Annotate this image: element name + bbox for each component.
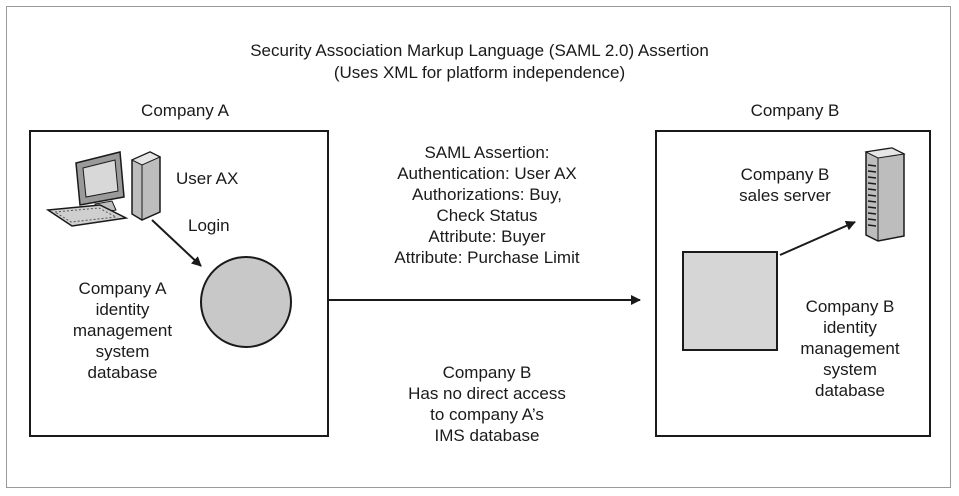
access-note-text: Company B Has no direct access to compan…: [408, 363, 566, 445]
company-a-label: Company A: [141, 101, 229, 120]
diagram-title: Security Association Markup Language (SA…: [250, 41, 709, 60]
company-b-database-label: Company B identity management system dat…: [800, 297, 900, 400]
company-a-database-label: Company A identity management system dat…: [72, 279, 173, 382]
login-label: Login: [188, 216, 230, 235]
sales-server-label: Company B sales server: [739, 165, 831, 205]
server-tower-icon: [864, 147, 906, 242]
saml-assertion-text: SAML Assertion: Authentication: User AX …: [394, 143, 580, 267]
desktop-computer-icon: [45, 151, 162, 227]
figure-frame: [6, 6, 951, 488]
server-arrow: [779, 221, 856, 256]
user-ax-label: User AX: [176, 169, 239, 188]
company-b-database-square: [682, 251, 778, 351]
diagram-subtitle: (Uses XML for platform independence): [333, 63, 626, 82]
company-b-label: Company B: [750, 101, 840, 120]
company-a-database-circle: [200, 256, 292, 348]
login-arrow: [151, 219, 202, 267]
